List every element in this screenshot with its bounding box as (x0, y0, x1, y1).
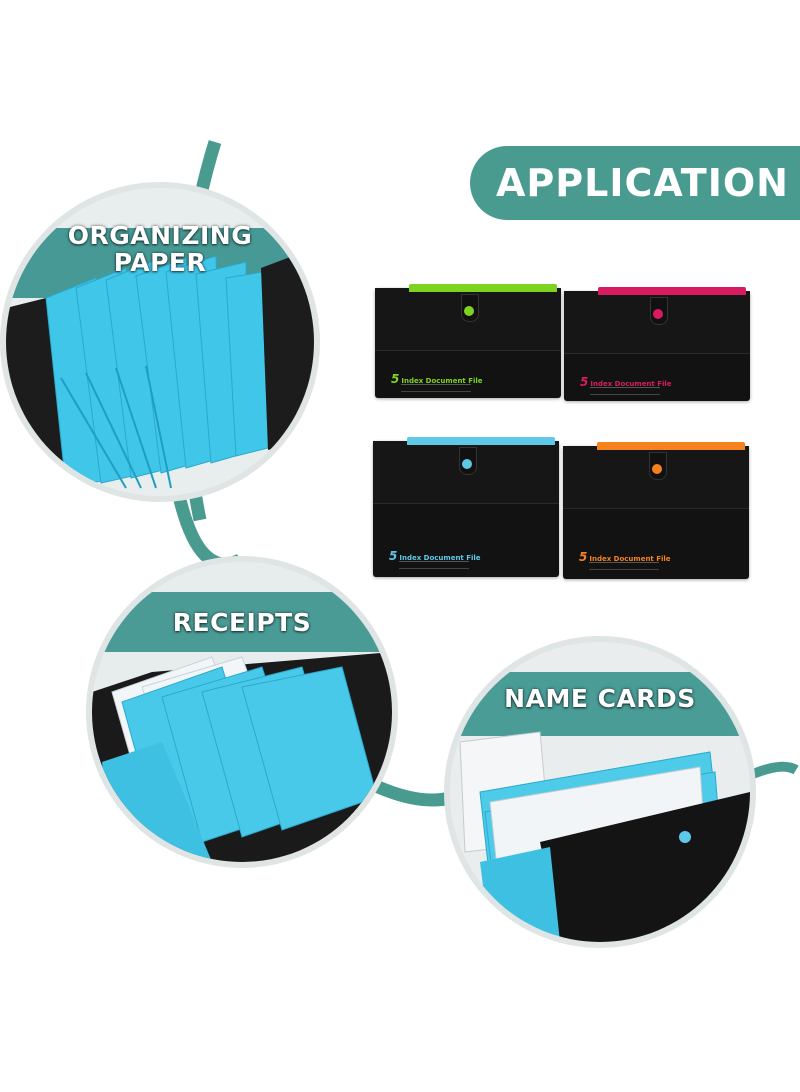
folder-fine-print (589, 562, 659, 570)
teal-arc-middle (173, 498, 243, 571)
folder-tabs (598, 287, 746, 295)
organizing-label-line2: PAPER (113, 248, 207, 277)
organizing-paper-photo: ORGANIZING PAPER (0, 182, 320, 502)
receipts-photo: RECEIPTS (86, 556, 398, 868)
folder-tabs (409, 284, 557, 292)
folder-fine-print (399, 561, 469, 569)
banner-title: APPLICATION (496, 161, 789, 205)
organizing-paper-label: ORGANIZING PAPER (6, 222, 314, 276)
receipts-label: RECEIPTS (172, 608, 312, 637)
organizing-paper-illustration (6, 188, 314, 496)
snap-button-icon (652, 464, 662, 474)
folder-tabs (407, 437, 555, 445)
snap-button-icon (653, 309, 663, 319)
folder-tabs (597, 442, 745, 450)
folder-fine-print (590, 387, 660, 395)
snap-button-icon (462, 459, 472, 469)
name-cards-label: NAME CARDS (504, 684, 696, 713)
snap-button-icon (464, 306, 474, 316)
name-cards-illustration (450, 642, 750, 942)
folder-fine-print (401, 384, 471, 392)
receipts-illustration (92, 562, 392, 862)
application-banner: APPLICATION (470, 146, 800, 220)
name-cards-photo: NAME CARDS (444, 636, 756, 948)
organizing-label-line1: ORGANIZING (67, 221, 253, 250)
